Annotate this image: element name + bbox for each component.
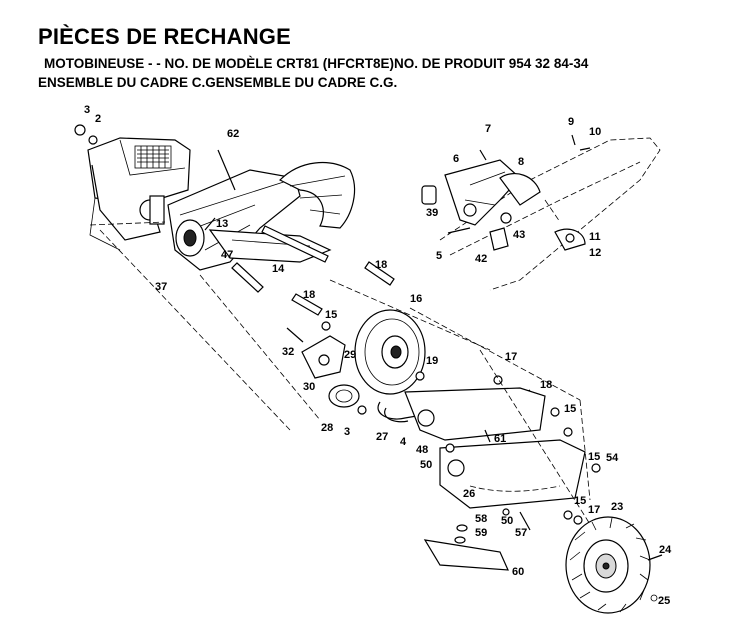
callout-58: 58 [475,513,487,525]
callout-7: 7 [485,123,491,135]
callout-60: 60 [512,566,524,578]
callout-15: 15 [325,309,337,321]
callout-9: 9 [568,116,574,128]
callout-43: 43 [513,229,525,241]
callout-18: 18 [303,289,315,301]
idler-assembly [286,327,367,415]
tine-guard-plate [423,511,531,571]
callout-54: 54 [606,452,619,464]
callout-4: 4 [400,436,407,448]
callout-3: 3 [344,426,350,438]
callout-18: 18 [375,259,387,271]
callout-24: 24 [659,544,672,556]
callout-27: 27 [376,431,388,443]
callout-57: 57 [515,527,527,539]
callout-50: 50 [420,459,432,471]
callout-17: 17 [588,504,600,516]
callout-11: 11 [589,231,601,243]
belt-guard-top [421,134,661,291]
callout-15: 15 [588,451,600,463]
callout-17: 17 [505,351,517,363]
callout-15: 15 [564,403,576,415]
callout-61: 61 [494,433,506,445]
hardware-fasteners [74,124,601,525]
callout-32: 32 [282,346,294,358]
callout-15: 15 [574,495,586,507]
callout-19: 19 [426,355,438,367]
callout-26: 26 [463,488,475,500]
callout-18: 18 [540,379,552,391]
callout-8: 8 [518,156,524,168]
main-pulley [354,309,426,395]
callout-29: 29 [344,349,356,361]
callout-28: 28 [321,422,333,434]
callout-6: 6 [453,153,459,165]
callout-47: 47 [221,249,233,261]
callout-13: 13 [216,218,228,230]
callout-48: 48 [416,444,428,456]
callout-25: 25 [658,595,670,607]
callout-30: 30 [303,381,315,393]
callout-10: 10 [589,126,601,138]
callout-14: 14 [272,263,285,275]
callout-16: 16 [410,293,422,305]
assembly-line: ENSEMBLE DU CADRE C.GENSEMBLE DU CADRE C… [38,75,398,90]
alignment-lines [89,221,601,541]
callout-59: 59 [475,527,487,539]
callout-42: 42 [475,253,487,265]
belt-and-lower-guard [377,375,586,509]
gearbox-pulley [175,217,216,257]
wheel [565,516,663,614]
callout-3: 3 [84,104,90,116]
callout-2: 2 [95,113,101,125]
callout-12: 12 [589,247,601,259]
shafts [231,225,395,316]
callout-37: 37 [155,281,167,293]
model-line: MOTOBINEUSE - - NO. DE MODÈLE CRT81 (HFC… [44,56,589,71]
callout-23: 23 [611,501,623,513]
callout-5: 5 [436,250,442,262]
engine-assembly [87,137,191,251]
callout-39: 39 [426,207,438,219]
callout-62: 62 [227,128,239,140]
page-title: PIÈCES DE RECHANGE [38,24,291,49]
callout-50: 50 [501,515,513,527]
